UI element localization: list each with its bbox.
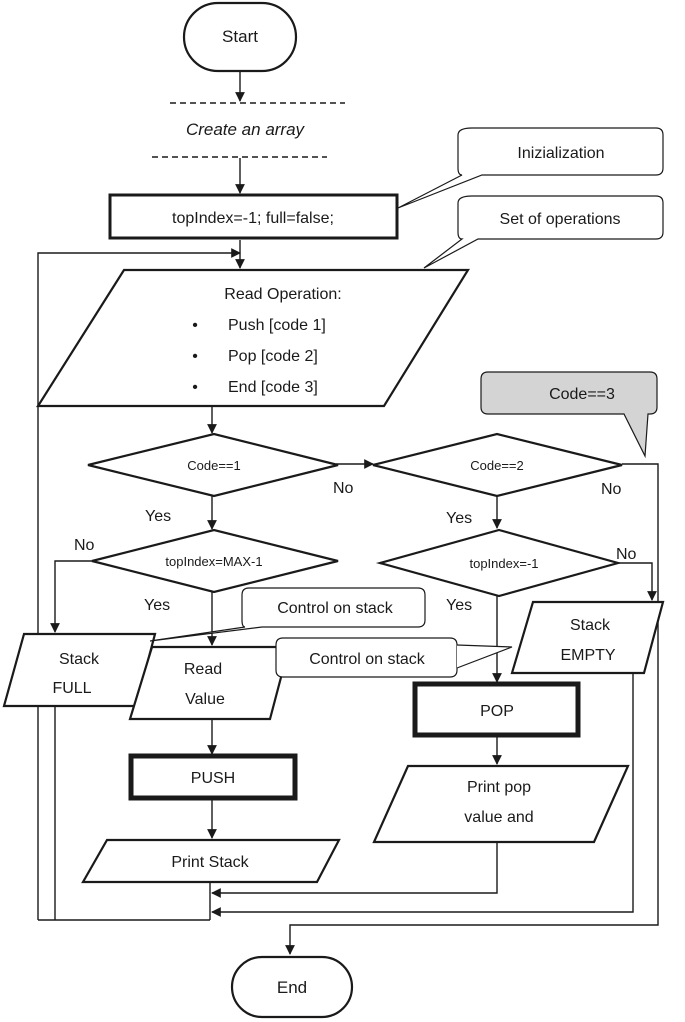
label-code2-yes: Yes [446,510,472,527]
callout-control-pop-text: Control on stack [309,651,426,668]
push-node: PUSH [128,753,298,801]
callout-code3-shape [480,371,658,459]
decision-top-empty: topIndex=-1 [375,528,623,598]
op-end: End [code 3] [228,379,318,396]
read-value-line1: Read [184,661,222,678]
decision-top-empty-label: topIndex=-1 [469,556,538,571]
pop-shape [412,681,581,738]
print-pop-shape [372,764,630,844]
label-code1-no: No [333,480,354,497]
label-empty-no: No [616,546,637,563]
read-operation-node: Read Operation: • Push [code 1] • Pop [c… [36,268,470,408]
pop-node: POP [412,681,581,738]
print-pop-line2: value and [464,809,533,826]
stack-empty-shape [510,600,665,675]
callout-code3: Code==3 [480,371,658,459]
edge-labels: No Yes No Yes No Yes No Yes [74,480,637,614]
bullet-push: • [192,317,198,334]
decision-top-max-label: topIndex=MAX-1 [165,554,262,569]
callout-operations-text: Set of operations [500,211,621,228]
decision-code2: Code==2 [372,432,623,498]
print-pop-line1: Print pop [467,779,531,796]
push-label: PUSH [191,770,235,787]
read-value-node: Read Value [128,645,291,721]
callout-init: Inizialization [397,127,664,209]
decision-code1: Code==1 [87,432,339,498]
callout-operations: Set of operations [423,195,664,269]
print-stack-label: Print Stack [171,854,249,871]
create-array-label: Create an array [186,120,306,139]
read-value-line2: Value [185,691,225,708]
read-operation-title: Read Operation: [224,286,341,303]
print-stack-shape [81,838,341,884]
arrow-empty-no [618,562,657,601]
decision-code1-shape [87,432,339,498]
decision-top-empty-shape [375,528,623,598]
stack-empty-line1: Stack [570,617,611,634]
stack-full-node: Stack FULL [2,632,157,708]
callout-control-pop: Control on stack [275,637,513,678]
stack-empty-line2: EMPTY [560,647,615,664]
bullet-end: • [192,379,198,396]
pop-label: POP [480,703,514,720]
label-max-yes: Yes [144,597,170,614]
bullet-pop: • [192,348,198,365]
op-pop: Pop [code 2] [228,348,318,365]
init-shape [108,193,399,240]
callout-control-pop-shape [275,637,458,678]
decision-code2-label: Code==2 [470,458,524,473]
end-label: End [277,978,307,997]
callout-operations-shape [423,195,664,269]
callout-control-push: Control on stack [149,587,426,642]
arrow-code3-to-end [285,463,659,955]
label-code2-no: No [601,481,622,498]
callout-code3-text: Code==3 [549,386,615,403]
callout-control-pop-tail [456,644,513,669]
stack-full-line2: FULL [52,680,91,697]
start-shape [182,1,298,73]
arrow-print-pop-return [211,842,498,898]
start-label: Start [222,27,258,46]
callout-control-push-shape [149,587,426,642]
stack-full-line1: Stack [59,651,100,668]
label-empty-yes: Yes [446,597,472,614]
print-stack-node: Print Stack [81,838,341,884]
decision-code1-label: Code==1 [187,458,241,473]
label-code1-yes: Yes [145,508,171,525]
init-label: topIndex=-1; full=false; [172,210,334,227]
arrow-empty-return [211,673,634,917]
label-max-no: No [74,537,95,554]
print-pop-node: Print pop value and [372,764,630,844]
start-node: Start [182,1,298,73]
callout-control-push-text: Control on stack [277,600,394,617]
decision-top-max-shape [91,528,339,594]
callout-init-shape [397,127,664,209]
end-shape [230,955,354,1019]
init-node: topIndex=-1; full=false; [108,193,399,240]
decision-code2-shape [372,432,623,498]
callout-init-text: Inizialization [517,145,604,162]
decision-top-max: topIndex=MAX-1 [91,528,339,594]
read-value-shape [128,645,291,721]
op-push: Push [code 1] [228,317,326,334]
arrow-max-no [50,560,92,633]
read-operation-shape [36,268,470,408]
end-node: End [230,955,354,1019]
stack-empty-node: Stack EMPTY [510,600,665,675]
push-shape [128,753,298,801]
create-array-node: Create an array [152,102,345,158]
